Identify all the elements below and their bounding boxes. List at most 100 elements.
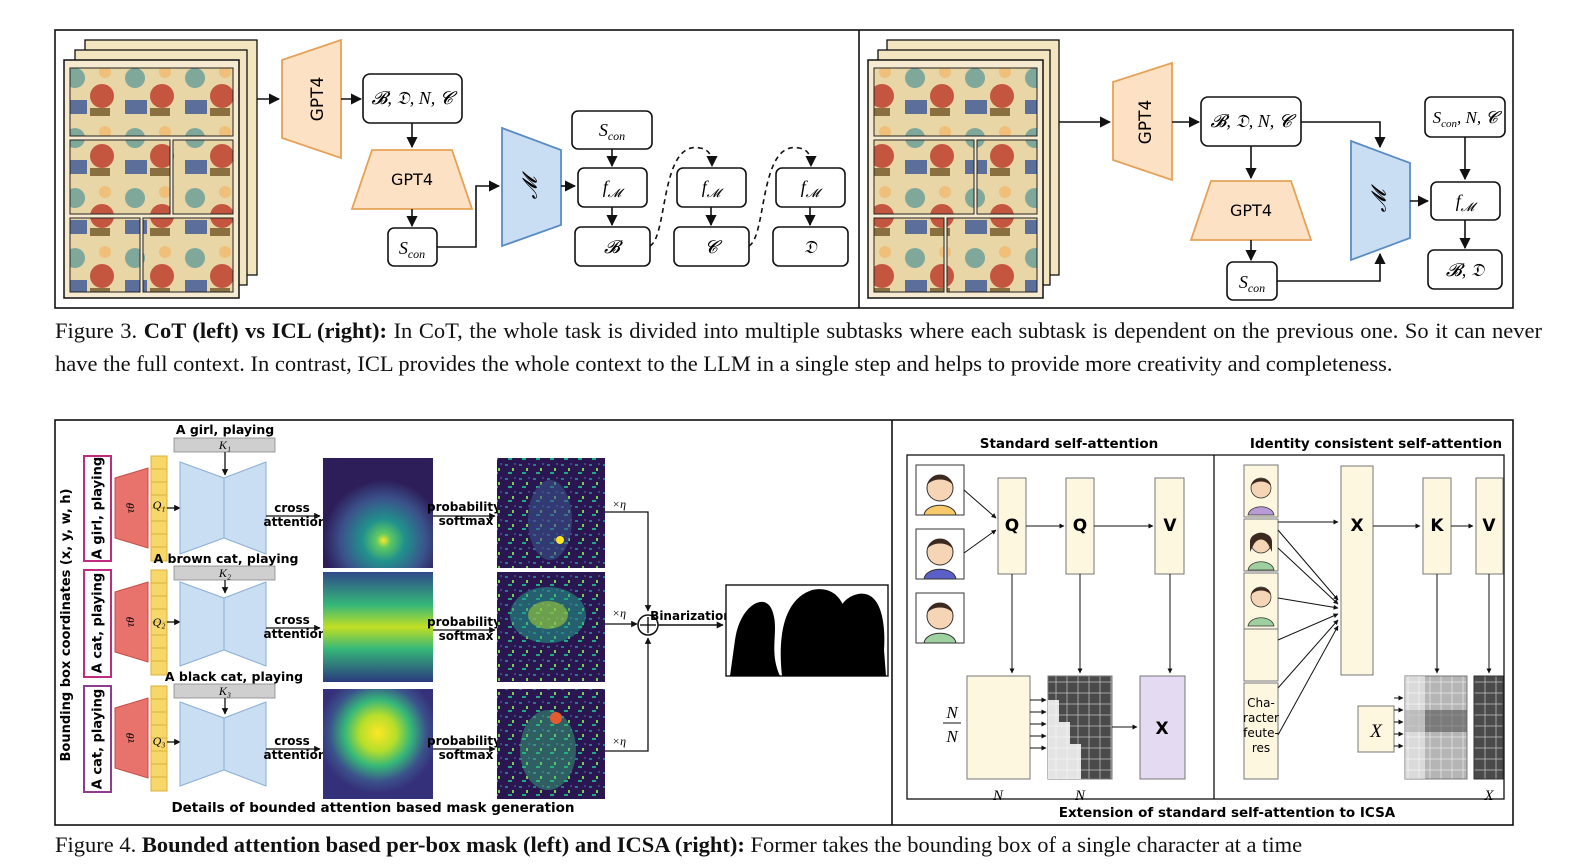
key-label: K₂ bbox=[218, 566, 231, 580]
figure-3-frame bbox=[54, 29, 1514, 309]
cross-attention-label: attention bbox=[264, 748, 327, 762]
cross-attention-label: attention bbox=[264, 627, 327, 641]
x-bottom-label: X bbox=[1483, 788, 1494, 804]
output-bd-box bbox=[1427, 249, 1503, 290]
mask-row-3: A cat, playing τθ Q₃ A black cat, playin… bbox=[83, 637, 652, 799]
comic-stack-right bbox=[867, 39, 1060, 299]
figure-4-text: Former takes the bounding box of a singl… bbox=[750, 832, 1303, 857]
figure-3-prefix: Figure 3. bbox=[55, 318, 138, 343]
gpt4-label: GPT4 bbox=[391, 170, 433, 189]
key-label: K₁ bbox=[218, 438, 231, 452]
x-label: X bbox=[1350, 516, 1363, 536]
prompt-label: A girl, playing bbox=[176, 422, 274, 437]
eta-label: ×η bbox=[612, 497, 626, 511]
n-fraction-denominator: N bbox=[945, 727, 959, 746]
q-block bbox=[1065, 477, 1095, 575]
right-footer-label: Extension of standard self-attention to … bbox=[1059, 805, 1396, 821]
icl-diagram: GPT4 𝓑, 𝔇, N, 𝓒 GPT4 Scon 𝓜 Scon, N, 𝓒 f… bbox=[867, 39, 1506, 301]
n-bottom-label: N bbox=[1074, 788, 1086, 804]
icsa-diagram: Standard self-attention Identity consist… bbox=[906, 436, 1505, 821]
output-bdnc-label: 𝓑, 𝔇, N, 𝓒 bbox=[372, 88, 458, 108]
prompt-label: A brown cat, playing bbox=[153, 551, 298, 566]
softmax-label: softmax bbox=[439, 629, 494, 643]
box-prompt-label: A cat, playing bbox=[91, 689, 106, 789]
mask-row-1: A girl, playing τθ Q₁ A girl, playing K₁… bbox=[83, 422, 652, 612]
figure-3-text: In CoT, the whole task is divided into m… bbox=[55, 318, 1543, 376]
box-prompt bbox=[83, 569, 112, 678]
figure-3-bold: CoT (left) vs ICL (right): bbox=[143, 318, 387, 343]
query-label: Q₁ bbox=[153, 498, 166, 512]
gpt4-block bbox=[350, 149, 474, 210]
model-label: 𝓜 bbox=[1369, 183, 1391, 212]
tau-encoder bbox=[114, 581, 149, 663]
output-bdnc-label: 𝓑, 𝔇, N, 𝓒 bbox=[1211, 111, 1297, 131]
unet-encoder bbox=[179, 461, 225, 555]
gpt4-block bbox=[1112, 61, 1173, 182]
cross-attention-label: attention bbox=[264, 515, 327, 529]
attention-matrix bbox=[966, 675, 1031, 780]
box-prompt-label: A cat, playing bbox=[91, 573, 106, 673]
figure-3-caption: Figure 3. CoT (left) vs ICL (right): In … bbox=[55, 314, 1542, 380]
model-label: 𝓜 bbox=[520, 170, 542, 199]
figure-4-caption: Figure 4. Bounded attention based per-bo… bbox=[55, 828, 1542, 866]
prompt-label: A black cat, playing bbox=[165, 669, 303, 684]
v-label: V bbox=[1482, 516, 1496, 536]
gpt4-label: GPT4 bbox=[1136, 100, 1156, 145]
tau-encoder bbox=[114, 467, 149, 549]
probability-label: probability bbox=[427, 615, 501, 629]
key-label: K₃ bbox=[218, 684, 231, 698]
v-block bbox=[1475, 477, 1504, 575]
figure-3: GPT4 𝓑, 𝔇, N, 𝓒 GPT4 Scon 𝓜 Scon f𝓜 𝓑 bbox=[54, 29, 1514, 309]
softmax-map bbox=[497, 689, 605, 799]
output-c-box bbox=[673, 226, 750, 267]
character-features-block bbox=[1243, 682, 1279, 780]
attention-map bbox=[323, 572, 433, 682]
x-block bbox=[1340, 465, 1374, 676]
binarization-label: Binarization bbox=[650, 609, 732, 623]
eta-label: ×η bbox=[612, 606, 626, 620]
query-label: Q₂ bbox=[153, 615, 166, 629]
icsa-output-block bbox=[1473, 675, 1504, 780]
model-block bbox=[1350, 139, 1411, 262]
gpt4-label: GPT4 bbox=[1230, 201, 1272, 220]
x-italic-label: X bbox=[1369, 721, 1383, 742]
bbox-coordinates-label: Bounding box coordinates (x, y, w, h) bbox=[59, 489, 74, 762]
attention-map bbox=[323, 689, 433, 799]
tau-encoder bbox=[114, 697, 149, 779]
unet-encoder bbox=[179, 581, 225, 667]
x-italic-block bbox=[1357, 705, 1395, 753]
tau-label: τθ bbox=[123, 733, 137, 743]
figure-4-bold: Bounded attention based per-box mask (le… bbox=[141, 832, 745, 857]
output-d-label: 𝔇 bbox=[803, 237, 818, 257]
q-label: Q bbox=[1005, 516, 1019, 536]
mask-silhouettes bbox=[730, 589, 886, 676]
output-bd-label: 𝓑, 𝔇 bbox=[1446, 260, 1486, 280]
gpt4-label: GPT4 bbox=[308, 77, 328, 122]
output-x-label: X bbox=[1155, 719, 1168, 739]
q-label: Q bbox=[1073, 516, 1087, 536]
cross-attention-label: cross bbox=[274, 734, 310, 748]
attention-map bbox=[323, 458, 433, 568]
unet-decoder bbox=[223, 461, 267, 555]
figure-4-frame bbox=[54, 419, 1514, 826]
bounded-attention-diagram: Bounding box coordinates (x, y, w, h) A … bbox=[59, 422, 889, 816]
unet-encoder bbox=[179, 701, 225, 787]
unet-decoder bbox=[223, 581, 267, 667]
n-fraction-numerator: N bbox=[945, 703, 959, 722]
v-label: V bbox=[1163, 516, 1177, 536]
faces-std bbox=[915, 464, 965, 644]
icsa-title: Identity consistent self-attention bbox=[1250, 436, 1502, 452]
output-x-block bbox=[1139, 675, 1186, 780]
unet-decoder bbox=[223, 701, 267, 787]
cross-attention-label: cross bbox=[274, 501, 310, 515]
box-prompt-label: A girl, playing bbox=[91, 457, 106, 559]
gpt4-block bbox=[281, 38, 342, 160]
tau-label: τθ bbox=[123, 503, 137, 513]
probability-label: probability bbox=[427, 734, 501, 748]
eta-label: ×η bbox=[612, 734, 626, 748]
output-b-box bbox=[574, 226, 651, 267]
tau-label: τθ bbox=[123, 617, 137, 627]
box-prompt bbox=[83, 455, 112, 562]
